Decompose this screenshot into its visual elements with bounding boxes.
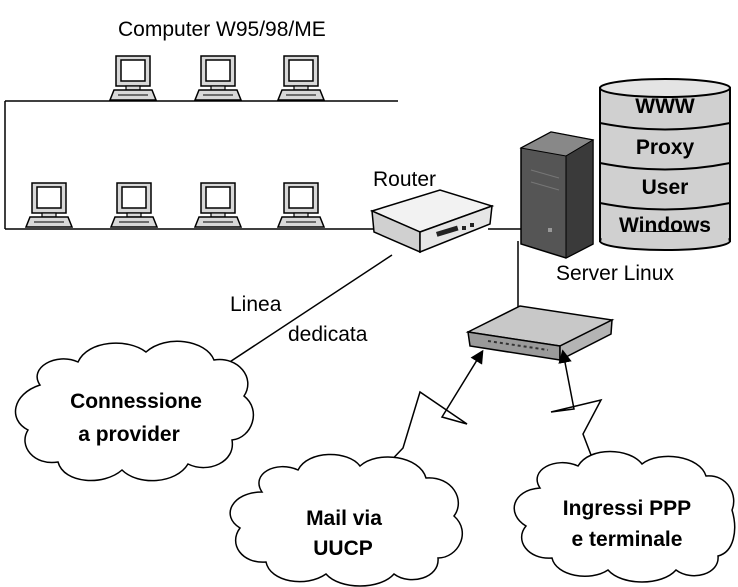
- ppp-link: [550, 349, 603, 471]
- computer-icon: [109, 55, 157, 101]
- mail-cloud: Mail via UUCP: [229, 453, 464, 587]
- service-user: User: [642, 176, 689, 199]
- computer-icon: [110, 182, 158, 228]
- mail-cloud-line1: Mail via: [306, 507, 382, 530]
- computer-icon: [194, 55, 242, 101]
- service-www: WWW: [635, 95, 695, 118]
- line-label-2: dedicata: [288, 323, 368, 346]
- ppp-cloud: Ingressi PPP e terminale: [513, 450, 736, 583]
- server-tower-icon: [519, 131, 595, 259]
- ppp-cloud-line1: Ingressi PPP: [563, 497, 691, 520]
- title: Computer W95/98/ME: [118, 18, 326, 41]
- service-proxy: Proxy: [636, 136, 695, 159]
- router-label: Router: [373, 168, 436, 191]
- modem-icon: [465, 305, 615, 362]
- provider-cloud: Connessione a provider: [14, 340, 255, 482]
- computer-icon: [194, 182, 242, 228]
- computer-icon: [277, 182, 325, 228]
- ppp-cloud-line2: e terminale: [572, 528, 683, 551]
- mail-cloud-line2: UUCP: [313, 537, 373, 560]
- computer-icon: [25, 182, 73, 228]
- provider-cloud-line1: Connessione: [70, 390, 202, 413]
- dedicated-line: [212, 254, 393, 374]
- server-label: Server Linux: [556, 262, 674, 285]
- computer-icon: [277, 55, 325, 101]
- services-stack: WWW Proxy User Windows: [599, 78, 731, 251]
- router-icon: [369, 189, 495, 254]
- service-windows: Windows: [619, 214, 711, 237]
- provider-cloud-line2: a provider: [78, 423, 180, 446]
- line-label-1: Linea: [230, 293, 282, 316]
- mail-link: [380, 349, 484, 472]
